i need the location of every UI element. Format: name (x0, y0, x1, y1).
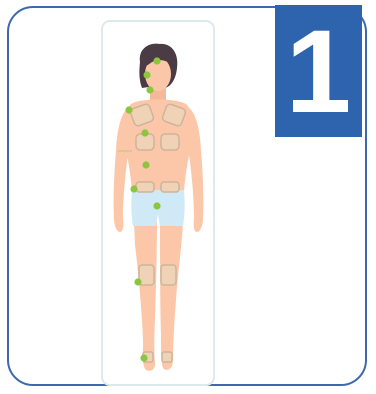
patch-right-hip (161, 182, 179, 192)
patch-left-hip (136, 182, 154, 192)
marker-shorts (153, 202, 160, 209)
patch-right-ankle (162, 352, 172, 362)
marker-head (153, 57, 160, 64)
marker-abdomen (142, 161, 149, 168)
left-arm (114, 106, 131, 232)
marker-chest (141, 129, 148, 136)
marker-neck (146, 86, 153, 93)
marker-left-knee (134, 278, 141, 285)
marker-left-ankle (140, 354, 147, 361)
marker-cheek (143, 71, 150, 78)
patch-right-knee (161, 265, 176, 285)
marker-left-shoulder (125, 106, 132, 113)
marker-left-hip (130, 185, 137, 192)
left-leg (134, 222, 157, 371)
right-arm (186, 106, 203, 232)
right-leg (160, 222, 183, 370)
patch-right-chest (161, 134, 179, 150)
